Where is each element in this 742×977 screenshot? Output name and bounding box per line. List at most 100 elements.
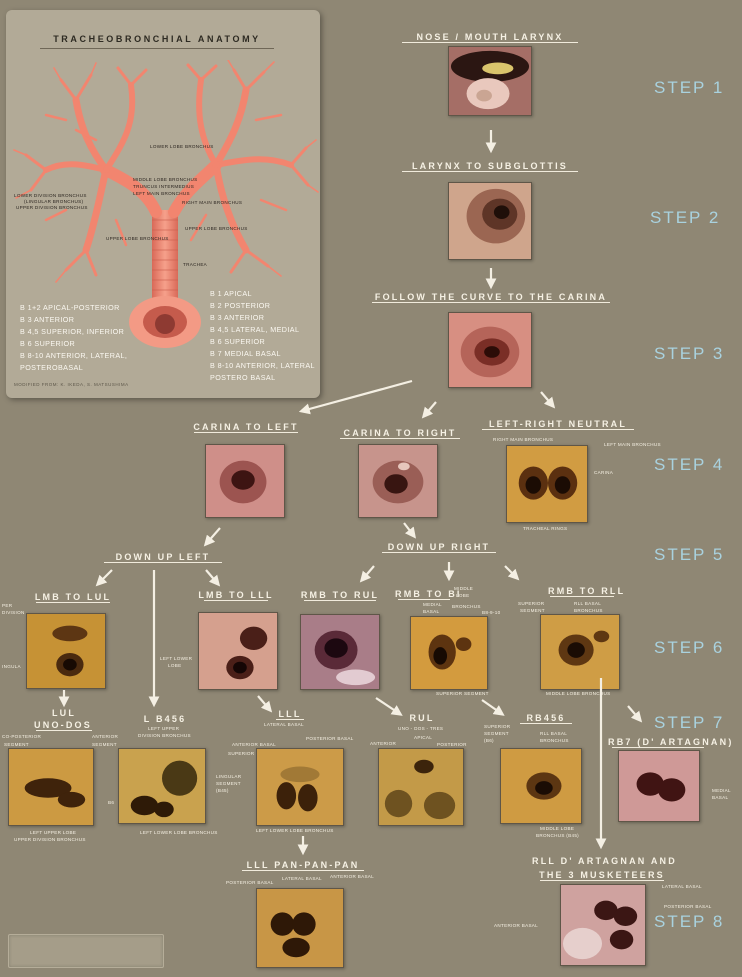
label-bi-b8: B8-9-10 [482, 610, 501, 615]
label-dart-lat: LATERAL BASAL [662, 884, 702, 889]
heading-rule [36, 602, 110, 603]
label-lul-lingula: INGULA [2, 664, 21, 669]
photo-lmb-lll [198, 612, 278, 690]
left-list-item: B 3 ANTERIOR [20, 315, 75, 324]
label-lb-ling-1: LINGULAR [216, 774, 242, 779]
anatomy-title: TRACHEOBRONCHIAL ANATOMY [53, 34, 261, 44]
label-pan-ant: ANTERIOR BASAL [330, 874, 375, 879]
step-4-label: STEP 4 [654, 455, 725, 474]
label-rb7-medial-2: BASAL [712, 795, 729, 800]
arrow-to-carina-right [421, 401, 437, 419]
heading-rul-sub: UNO - DOS - TRES [398, 726, 444, 731]
label-bi-medial: MEDIAL [423, 602, 442, 607]
right-list-item: B 4,5 LATERAL, MEDIAL [210, 325, 300, 334]
right-list-item: B 2 POSTERIOR [210, 301, 271, 310]
right-bronchi-list: B 1 APICAL B 2 POSTERIOR B 3 ANTERIOR B … [210, 288, 315, 384]
photo-rll-dartagnan [560, 884, 646, 966]
label-middle-lobe-bronchus: MIDDLE LOBE BRONCHUS [133, 177, 198, 182]
photo-rmb-bi [410, 616, 488, 690]
heading-lul-sub: UNO-DOS [34, 720, 92, 730]
label-lb-lower: LEFT LOWER LOBE BRONCHUS [140, 830, 218, 835]
heading-carina-left: CARINA TO LEFT [193, 422, 299, 432]
label-rb-basal-1: RLL BASAL [540, 731, 568, 736]
heading-rll-dartagnan-2: THE 3 MUSKETEERS [539, 870, 665, 880]
photo-subglottis [448, 182, 532, 260]
label-lul-apico: CO-POSTERIOR [2, 734, 42, 739]
left-list-item: POSTEROBASAL [20, 363, 84, 372]
heading-down-up-right: DOWN UP RIGHT [387, 542, 491, 552]
label-bi-lobe: LOBE [456, 593, 470, 598]
heading-carina-right: CARINA TO RIGHT [343, 428, 457, 438]
label-lb-upper-2: DIVISION BRONCHUS [138, 733, 191, 738]
label-pan-post: POSTERIOR BASAL [226, 880, 274, 885]
label-rll-segment: SEGMENT [520, 608, 545, 613]
label-rb-sup-3: (B6) [484, 738, 494, 743]
arrow-to-neutral [540, 391, 556, 409]
label-upper-lobe-right: UPPER LOBE BRONCHUS [185, 226, 248, 231]
photo-lll [256, 748, 344, 826]
label-rll-basal: RLL BASAL [574, 601, 602, 606]
photo-neutral-carina [506, 445, 588, 523]
label-lll-lower-2: LOBE [168, 663, 182, 668]
heading-lmb-lul: LMB TO LUL [34, 592, 112, 602]
arrow-to-lll [257, 695, 273, 713]
photo-lb456 [118, 748, 206, 824]
photo-rb7 [618, 750, 700, 822]
heading-rmb-rll: RMB TO RLL [548, 586, 626, 596]
label-lul-ant-2: SEGMENT [92, 742, 117, 747]
label-upper-division: UPPER DIVISION BRONCHUS [16, 205, 88, 210]
label-rb-sup-2: SEGMENT [484, 731, 509, 736]
photo-carina-right [358, 444, 438, 518]
photo-rmb-rul [300, 614, 380, 690]
arrow-to-rul [375, 697, 403, 716]
photo-carina-left [205, 444, 285, 518]
label-lul-seg: SEGMENT [4, 742, 29, 747]
label-rll-superior: SUPERIOR [518, 601, 545, 606]
label-lll-bottom: LEFT LOWER LOBE BRONCHUS [256, 828, 334, 833]
label-lb-ling-3: (B45) [216, 788, 229, 793]
label-lul-ant: ANTERIOR [92, 734, 119, 739]
label-bi-basal: BASAL [423, 609, 440, 614]
label-rll-middle: MIDDLE LOBE BRONCHUS [546, 691, 611, 696]
arrow-to-rb7 [627, 705, 643, 723]
heading-rll-dartagnan-1: RLL D' ARTAGNAN AND [532, 856, 677, 866]
heading-rule [402, 171, 578, 172]
label-dart-post: POSTERIOR BASAL [664, 904, 712, 909]
photo-lul-uno-dos [8, 748, 94, 826]
bronchial-tree-illustration [13, 60, 319, 348]
right-list-item: B 6 SUPERIOR [210, 337, 266, 346]
label-upper-lobe-left: UPPER LOBE BRONCHUS [106, 236, 169, 241]
heading-nose-mouth-larynx: NOSE / MOUTH LARYNX [416, 32, 564, 42]
heading-rb456: RB456 [526, 713, 566, 723]
heading-rule [372, 302, 610, 303]
heading-rule [36, 730, 92, 731]
label-lb-b6: B6 [108, 800, 115, 805]
left-bronchi-list: B 1+2 APICAL-POSTERIOR B 3 ANTERIOR B 4,… [20, 302, 127, 374]
arrow-carina-left-down [203, 527, 221, 547]
label-neutral-lmb: LEFT MAIN BRONCHUS [604, 442, 661, 447]
photo-lll-pan-pan-pan [256, 888, 344, 968]
label-lower-lobe-bronchus: LOWER LOBE BRONCHUS [150, 144, 214, 149]
photo-rb456 [500, 748, 582, 824]
label-trachea: TRACHEA [183, 262, 208, 267]
label-lul-bottom-1: LEFT UPPER LOBE [30, 830, 77, 835]
heading-lul: LUL [51, 708, 77, 718]
heading-rule [482, 429, 634, 430]
label-neutral-carina: CARINA [594, 470, 614, 475]
label-rb-basal-2: BRONCHUS [540, 738, 569, 743]
heading-lll-pan: LLL PAN-PAN-PAN [246, 860, 360, 870]
right-list-item: B 7 MEDIAL BASAL [210, 349, 281, 358]
label-rul-ant: ANTERIOR [370, 741, 397, 746]
right-list-item: B 1 APICAL [210, 289, 252, 298]
photo-follow-curve [448, 312, 532, 388]
label-bi-superior: SUPERIOR SEGMENT [436, 691, 489, 696]
label-rb-mid-2: BRONCHUS (B45) [536, 833, 579, 838]
arrow-carina-right-down [403, 522, 417, 539]
anatomy-title-rule [40, 48, 274, 49]
footer-box [8, 934, 164, 968]
label-lb-ling-2: SEGMENT [216, 781, 241, 786]
arrow-to-rmb-rul [359, 565, 375, 583]
label-lul-bottom-2: UPPER DIVISION BRONCHUS [14, 837, 86, 842]
step-1-label: STEP 1 [654, 78, 725, 97]
heading-rule [242, 870, 364, 871]
